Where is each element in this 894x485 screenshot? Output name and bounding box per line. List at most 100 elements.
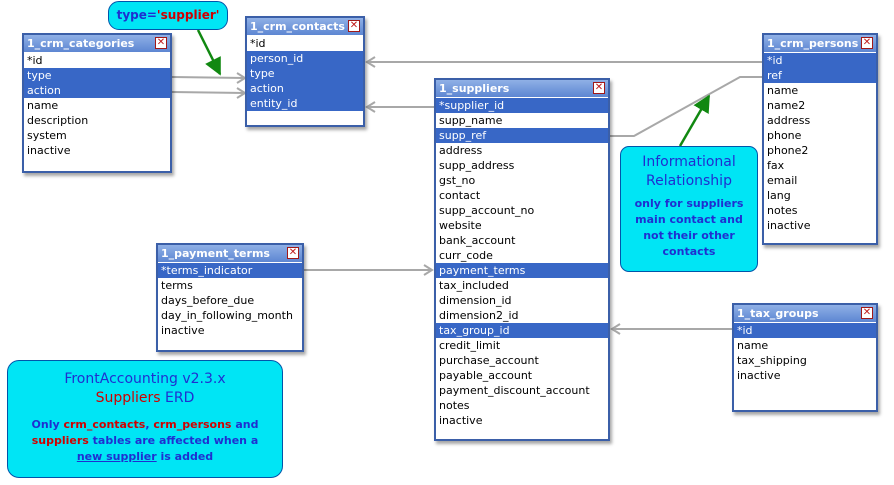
field-row[interactable]: payment_discount_account: [439, 384, 590, 397]
field-row[interactable]: name2: [767, 99, 806, 112]
field-row[interactable]: supp_account_no: [439, 204, 535, 217]
erd-note-table-suppliers: suppliers: [31, 434, 89, 447]
table-header[interactable]: 1_suppliers ✕: [436, 80, 608, 97]
field-row[interactable]: supp_address: [439, 159, 515, 172]
table-header[interactable]: 1_crm_categories✕: [24, 35, 170, 52]
field-row[interactable]: terms: [161, 279, 193, 292]
field-row[interactable]: *id: [27, 54, 43, 67]
arrowhead-suppliers-terms: [423, 264, 434, 276]
table-title: 1_tax_groups: [737, 307, 819, 320]
field-row[interactable]: address: [767, 114, 811, 127]
field-row[interactable]: *id: [250, 37, 266, 50]
field-row[interactable]: ref: [764, 68, 876, 83]
table-header[interactable]: 1_crm_contacts✕: [247, 18, 363, 35]
erd-note-line-1: Only crm_contacts, crm_persons and: [8, 417, 282, 433]
field-row[interactable]: contact: [439, 189, 481, 202]
field-row[interactable]: inactive: [767, 219, 811, 232]
close-icon[interactable]: ✕: [861, 307, 873, 319]
table-title: 1_suppliers: [439, 82, 510, 95]
field-row[interactable]: *terms_indicator: [158, 263, 302, 278]
field-row[interactable]: day_in_following_month: [161, 309, 293, 322]
table-header[interactable]: 1_tax_groups ✕: [734, 305, 876, 322]
field-row[interactable]: type: [247, 66, 363, 81]
field-row[interactable]: bank_account: [439, 234, 516, 247]
field-row[interactable]: fax: [767, 159, 785, 172]
erd-title-box: FrontAccounting v2.3.x Suppliers ERD Onl…: [7, 360, 283, 478]
field-row[interactable]: payment_terms: [436, 263, 608, 278]
new-supplier-link[interactable]: new supplier: [76, 450, 157, 463]
table-header[interactable]: 1_payment_terms✕: [158, 245, 302, 262]
field-row[interactable]: notes: [767, 204, 798, 217]
field-row[interactable]: name: [767, 84, 799, 97]
field-row[interactable]: system: [27, 129, 67, 142]
field-row[interactable]: type: [24, 68, 170, 83]
erd-note-text: and: [231, 418, 259, 431]
field-row[interactable]: phone2: [767, 144, 809, 157]
field-row[interactable]: purchase_account: [439, 354, 539, 367]
callout-value: 'supplier': [156, 8, 220, 22]
field-row[interactable]: *supplier_id: [436, 98, 608, 113]
field-row[interactable]: name: [737, 339, 769, 352]
field-row[interactable]: inactive: [737, 369, 781, 382]
field-row[interactable]: supp_ref: [436, 128, 608, 143]
erd-title-line-1: FrontAccounting v2.3.x: [64, 371, 226, 387]
close-icon[interactable]: ✕: [287, 247, 299, 259]
close-icon[interactable]: ✕: [348, 20, 360, 32]
field-row[interactable]: curr_code: [439, 249, 493, 262]
field-row[interactable]: action: [24, 83, 170, 98]
field-row[interactable]: email: [767, 174, 798, 187]
arrowhead-contacts-person: [365, 56, 376, 68]
field-row[interactable]: lang: [767, 189, 791, 202]
table-header[interactable]: 1_crm_persons✕: [764, 35, 876, 52]
field-row[interactable]: supp_name: [439, 114, 503, 127]
rel-categories-action: [171, 91, 246, 94]
field-row[interactable]: days_before_due: [161, 294, 255, 307]
erd-note-text: Only: [31, 418, 64, 431]
callout-prefix: type=: [116, 8, 157, 22]
field-row[interactable]: website: [439, 219, 482, 232]
field-row[interactable]: tax_shipping: [737, 354, 807, 367]
erd-note-line-3: new supplier is added: [8, 449, 282, 465]
field-row[interactable]: credit_limit: [439, 339, 501, 352]
close-icon[interactable]: ✕: [593, 82, 605, 94]
erd-note-line-2: suppliers tables are affected when a: [8, 433, 282, 449]
close-icon[interactable]: ✕: [861, 37, 873, 49]
field-row[interactable]: name: [27, 99, 59, 112]
arrowhead-suppliers-taxgroup: [610, 323, 621, 335]
field-row[interactable]: person_id: [247, 51, 363, 66]
field-row[interactable]: tax_group_id: [436, 323, 608, 338]
field-row[interactable]: description: [27, 114, 89, 127]
close-icon[interactable]: ✕: [155, 37, 167, 49]
field-row[interactable]: *id: [734, 323, 876, 338]
field-row[interactable]: inactive: [161, 324, 205, 337]
field-row[interactable]: inactive: [27, 144, 71, 157]
field-row[interactable]: action: [247, 81, 363, 96]
field-row[interactable]: dimension_id: [439, 294, 512, 307]
erd-title-suppliers: Suppliers: [95, 390, 161, 406]
field-row[interactable]: tax_included: [439, 279, 509, 292]
callout-title-1: Informational: [642, 154, 736, 170]
field-row[interactable]: *id: [764, 53, 876, 68]
field-row[interactable]: phone: [767, 129, 802, 142]
erd-note-text: ,: [145, 418, 154, 431]
field-row[interactable]: inactive: [439, 414, 483, 427]
table-title: 1_crm_contacts: [250, 20, 345, 33]
field-row[interactable]: payable_account: [439, 369, 533, 382]
field-row[interactable]: address: [439, 144, 483, 157]
type-supplier-callout: type='supplier': [108, 1, 228, 30]
field-row[interactable]: dimension2_id: [439, 309, 519, 322]
callout-body-4: contacts: [662, 245, 716, 258]
field-row[interactable]: notes: [439, 399, 470, 412]
callout-body-1: only for suppliers: [634, 197, 744, 210]
field-row[interactable]: entity_id: [247, 96, 363, 111]
erd-title-erd: ERD: [160, 390, 195, 406]
field-row[interactable]: gst_no: [439, 174, 476, 187]
callout-arrow-info: [678, 94, 711, 147]
